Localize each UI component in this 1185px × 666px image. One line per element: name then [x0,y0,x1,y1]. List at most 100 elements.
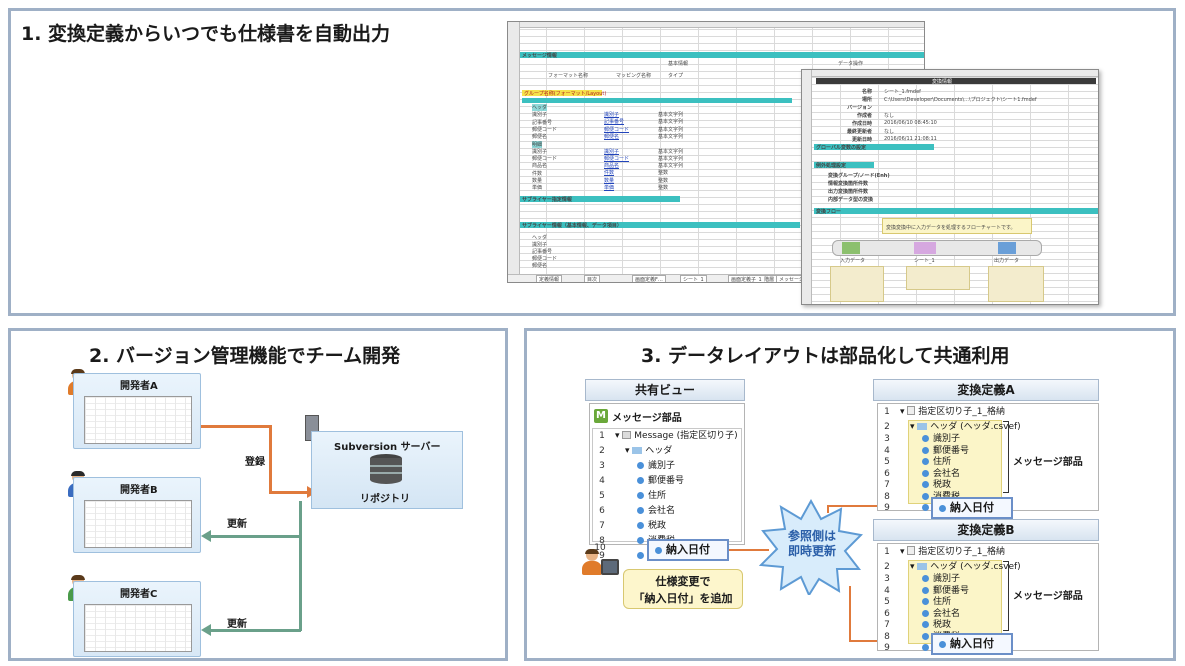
burst-text: 参照側は 即時更新 [777,529,847,559]
row-number: 8 [599,536,605,546]
tree-field-label: 税政 [933,620,952,630]
tree-row[interactable]: 2▾ ヘッダ (ヘッダ.csvef) [884,422,1021,432]
row-number: 8 [884,631,890,642]
sheet-tab[interactable]: シート_1 [680,275,707,282]
field-dot-icon [922,575,929,582]
field-dot-icon [922,492,929,500]
field-dot-icon [637,462,644,469]
sheet-col-type: タイプ [668,73,684,79]
info-value: 2016/06/11 21:08:11 [884,136,937,142]
burst-line-2: 即時更新 [787,544,836,558]
connector-line [849,586,851,640]
row-number: 4 [599,476,605,486]
spreadsheet-mapping: メッセージ情報 基本情報 データ操作 フォーマット名称 マッピング名称 タイプ … [507,21,925,283]
update-line [299,501,302,631]
def-a-part-label: メッセージ部品 [1013,457,1083,468]
sheet-mapping-cell: 件数 [604,170,615,177]
sheet-row-label: 郵便名 [532,263,548,269]
tree-field-row[interactable]: 3 識別子 [878,574,1098,586]
def-root-label: 指定区切り子_1_格納 [918,407,1005,417]
sheet-tab[interactable]: 定義情報 [536,275,563,282]
tree-row[interactable]: 1▾ Message (指定区切り子) [599,431,738,441]
def-header-label: ヘッダ (ヘッダ.csvef) [930,422,1021,432]
note-line-2: 「納入日付」を追加 [633,592,733,605]
sheet-row-label: 件数 [532,170,543,177]
update-label-b: 更新 [227,519,247,530]
connector-line [827,505,829,513]
sheet-row-group: グループ名称(フォーマット/Layout) [524,91,607,97]
tree-field-label: 識別子 [933,434,961,444]
info-key: 更新日時 [851,137,872,143]
tree-field-row[interactable]: 5 住所 [878,457,1098,469]
field-dot-icon [637,537,644,544]
change-note: 仕様変更で 「納入日付」を追加 [623,569,743,609]
row-number: 5 [884,597,890,607]
row-number: 3 [884,574,890,584]
developer-a-screenshot [84,396,192,444]
database-icon [370,454,402,484]
update-line [209,535,301,538]
tree-row[interactable]: 1▾ 指定区切り子_1_格納 [884,406,1005,417]
sheet-type-cell: 基本文字列 [658,119,684,126]
tree-field-label: 税政 [648,521,667,531]
flow-node-input: 入力データ [840,258,866,264]
sheet-mapping-cell: 数量 [604,177,615,184]
info-value: C:\Users\Developer\Documents\...\プロジェクト\… [884,97,1037,103]
sheet-tab[interactable]: 画面定義F… [632,275,666,282]
sheet-row-label: 数量 [532,178,543,184]
def-a-delivery-date[interactable]: 納入日付 [931,497,1013,519]
sheet-mapping-cell: 単価 [604,185,615,191]
tree-field-label: 識別子 [933,574,961,584]
tree-row[interactable]: 1▾ 指定区切り子_1_格納 [884,546,1005,557]
exception-key: 変換グループ/ノード(Enh) [828,173,890,179]
tree-row[interactable]: 2▾ ヘッダ [599,446,673,456]
panel-title: 3. データレイアウトは部品化して共通利用 [641,345,1010,367]
info-title: 変換情報 [932,79,953,85]
sheet-tab[interactable]: 画面定義子_1_階層 [728,275,778,282]
info-key: 作成者 [856,113,872,119]
sheet-mapping-cell: 記事番号 [604,119,625,126]
sheet-col-mapping: マッピング名称 [616,73,652,79]
info-section-flow: 変換フロー [816,209,842,215]
sheet-section-message: メッセージ情報 [522,53,557,59]
field-dot-icon [922,458,929,465]
tree-field-label: 会社名 [933,468,961,479]
def-b-delivery-date[interactable]: 納入日付 [931,633,1013,655]
sheet-tab[interactable]: 目次 [584,275,601,282]
sheet-section-supplier-info: サブライヤー情報（基本情報、データ項目） [522,223,622,229]
row-number: 5 [884,457,890,467]
tree-row[interactable]: 2▾ ヘッダ (ヘッダ.csvef) [884,562,1021,572]
info-key: 名称 [861,89,872,95]
tree-field-row[interactable]: 8消費税 [878,492,1098,504]
def-b-part-label: メッセージ部品 [1013,591,1083,602]
delivery-date-field[interactable]: 納入日付 [647,539,729,561]
bracket [1003,561,1009,631]
field-dot-icon [922,469,929,477]
sheet-type-cell: 基本文字列 [658,112,684,118]
sheet-row-label: 識別子 [532,112,548,119]
subversion-server: Subversion サーバー リポジトリ [311,431,463,509]
row-number: 4 [884,585,890,596]
tree-field-label: 住所 [933,457,952,467]
delivery-date-label: 納入日付 [950,501,994,514]
info-key: 最終更新者 [846,129,872,135]
package-icon: M [594,409,608,423]
exception-key: 内部データ型の変換 [828,197,874,203]
sheet-mapping-cell: 郵便名 [604,133,620,140]
field-dot-icon [637,492,644,499]
update-label-c: 更新 [227,619,247,630]
